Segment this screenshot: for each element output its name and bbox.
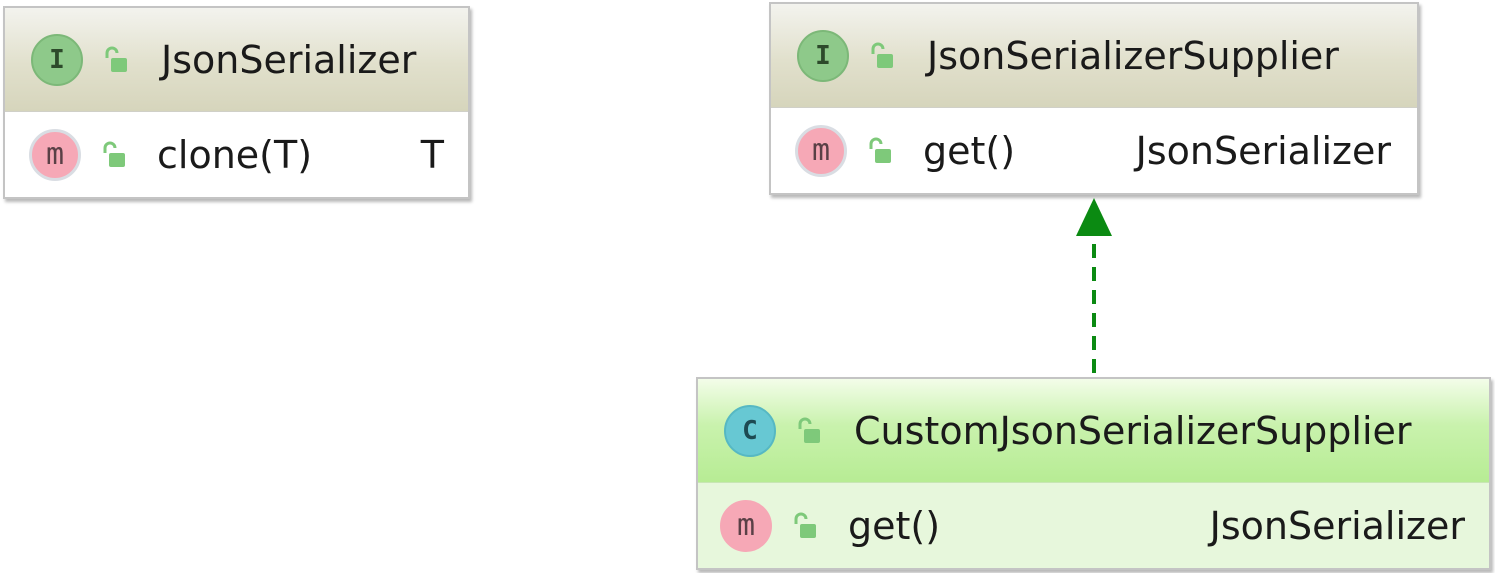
method-name: clone(T) [157,132,313,177]
method-return-type: JsonSerializer [1209,503,1465,548]
class-header[interactable]: C CustomJsonSerializerSupplier [698,379,1489,483]
method-badge-icon: m [720,499,772,552]
class-header[interactable]: I JsonSerializer [5,8,468,112]
method-return-type: JsonSerializer [1135,128,1391,173]
method-row[interactable]: m get() JsonSerializer [698,483,1489,568]
public-lock-icon [792,512,818,540]
interface-badge-icon: I [31,33,83,86]
class-name: JsonSerializerSupplier [927,33,1339,78]
method-row[interactable]: m clone(T) T [5,112,468,197]
method-badge-icon: m [795,124,847,177]
implements-arrowhead-icon [1076,198,1112,236]
class-box-json-serializer[interactable]: I JsonSerializer m clone(T) T [3,6,470,199]
method-badge-icon: m [29,128,81,181]
interface-badge-icon: I [797,29,849,82]
class-name: JsonSerializer [161,37,417,82]
class-badge-icon: C [724,404,776,457]
class-header[interactable]: I JsonSerializerSupplier [771,4,1417,108]
public-lock-icon [796,417,822,445]
method-row[interactable]: m get() JsonSerializer [771,108,1417,193]
class-box-json-serializer-supplier[interactable]: I JsonSerializerSupplier m get() JsonSer… [769,2,1419,195]
class-name: CustomJsonSerializerSupplier [854,408,1412,453]
class-box-custom-json-serializer-supplier[interactable]: C CustomJsonSerializerSupplier m get() J… [696,377,1491,570]
method-return-type: T [420,132,444,177]
method-name: get() [848,503,941,548]
method-name: get() [923,128,1016,173]
